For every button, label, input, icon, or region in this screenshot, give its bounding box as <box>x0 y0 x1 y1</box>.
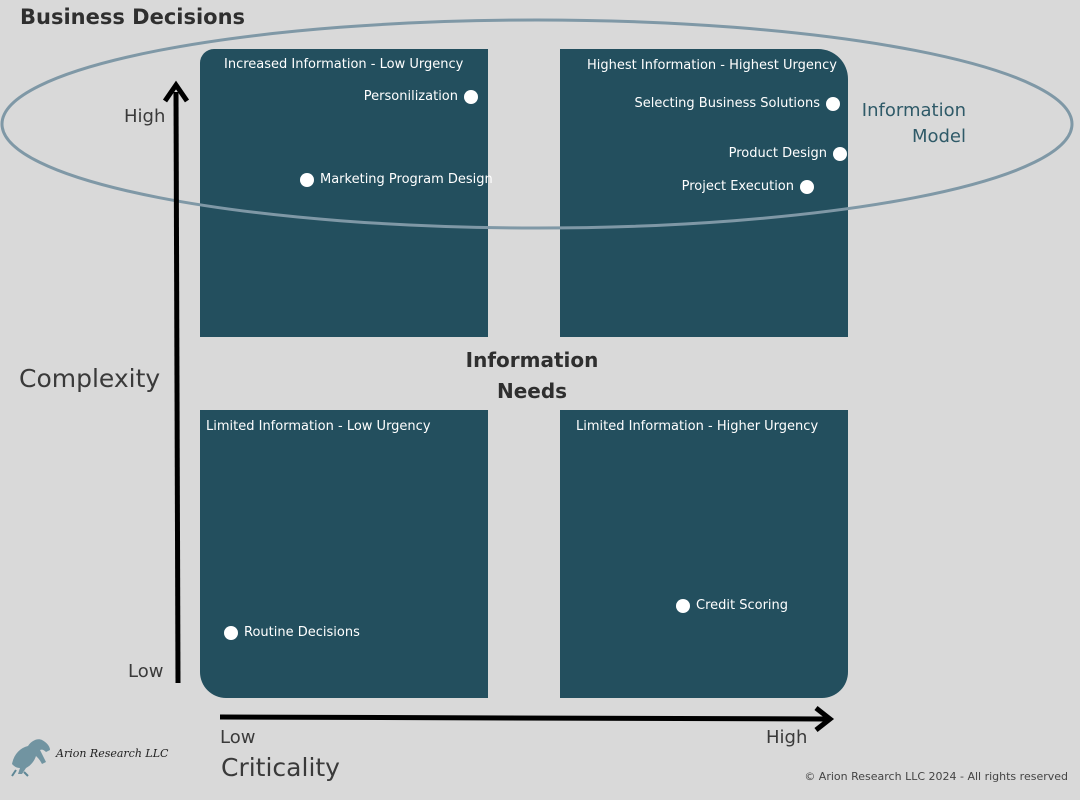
information-needs-label: Information Needs <box>440 345 624 407</box>
logo-text: Arion Research LLC <box>56 747 169 760</box>
list-item: Project Execution <box>682 179 814 194</box>
dot-icon <box>833 146 847 161</box>
item-label: Routine Decisions <box>244 625 360 640</box>
page-title: Business Decisions <box>20 5 246 29</box>
x-axis-title: Criticality <box>221 753 340 782</box>
quadrant-top-left: Increased Information - Low Urgency Pers… <box>200 49 493 337</box>
info-model-line2: Model <box>911 126 966 147</box>
information-model-label: Information Model <box>856 98 966 150</box>
x-axis-high-label: High <box>766 727 808 748</box>
list-item: Selecting Business Solutions <box>634 96 840 111</box>
dot-icon <box>676 598 690 613</box>
quadrant-label: Increased Information - Low Urgency <box>224 57 464 72</box>
item-label: Personilization <box>363 89 458 104</box>
dot-icon <box>300 172 314 187</box>
item-label: Selecting Business Solutions <box>634 96 820 111</box>
quadrant-top-right: Highest Information - Highest Urgency Se… <box>560 49 848 337</box>
quadrant-label: Limited Information - Low Urgency <box>206 419 431 434</box>
item-label: Marketing Program Design <box>320 172 493 187</box>
x-axis-low-label: Low <box>220 727 256 748</box>
center-label-line2: Needs <box>496 379 568 403</box>
item-label: Product Design <box>728 146 827 161</box>
list-item: Credit Scoring <box>676 598 788 613</box>
dot-icon <box>224 625 238 640</box>
quadrant-bottom-right: Limited Information - Higher Urgency Cre… <box>560 410 848 698</box>
list-item: Product Design <box>729 146 847 161</box>
y-axis-arrowhead <box>162 80 190 103</box>
y-axis-title: Complexity <box>19 364 161 393</box>
list-item: Personilization <box>364 89 478 104</box>
dot-icon <box>464 89 478 104</box>
center-label-line1: Information <box>465 348 599 372</box>
y-axis-high-label: High <box>124 106 166 127</box>
quadrant-bottom-left: Limited Information - Low Urgency Routin… <box>200 410 488 698</box>
list-item: Routine Decisions <box>224 625 360 640</box>
dot-icon <box>826 96 840 111</box>
item-label: Credit Scoring <box>696 598 789 613</box>
information-model-ellipse <box>0 18 1074 230</box>
list-item: Marketing Program Design <box>300 172 493 187</box>
copyright-notice: © Arion Research LLC 2024 - All rights r… <box>804 770 1068 783</box>
y-axis-line <box>173 91 181 684</box>
info-model-line1: Information <box>861 100 966 121</box>
quadrant-label: Highest Information - Highest Urgency <box>587 58 837 73</box>
x-axis-arrowhead <box>814 706 835 732</box>
dot-icon <box>800 179 814 194</box>
horse-logo-icon <box>11 739 50 777</box>
item-label: Project Execution <box>681 179 794 194</box>
y-axis-low-label: Low <box>128 661 164 682</box>
quadrant-label: Limited Information - Higher Urgency <box>576 419 819 434</box>
x-axis-line <box>219 714 827 722</box>
